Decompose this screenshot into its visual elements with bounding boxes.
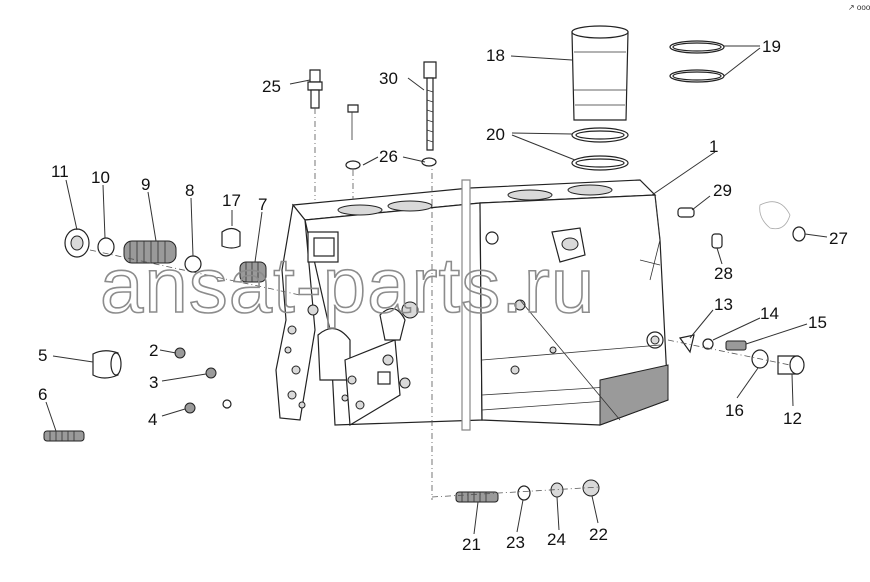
callout-4: 4 — [148, 410, 157, 429]
part-bushing-5 — [92, 350, 122, 379]
callout-24: 24 — [547, 530, 566, 549]
part-bolt-25 — [307, 69, 323, 109]
callout-11: 11 — [51, 162, 69, 181]
callout-12: 12 — [783, 409, 802, 428]
callout-20: 20 — [486, 125, 505, 144]
part-plugs-small — [174, 347, 232, 414]
part-nut-22 — [582, 479, 600, 497]
part-liner-o-rings-upper — [669, 40, 725, 83]
section-plane — [431, 160, 471, 500]
callout-25: 25 — [262, 77, 281, 96]
part-washer-14 — [702, 338, 714, 350]
part-bracket-faint — [759, 201, 791, 230]
part-plug-11 — [64, 228, 90, 258]
callout-15: 15 — [808, 313, 827, 332]
callout-numbers: 1 2 3 4 5 6 7 8 9 10 11 12 13 14 15 16 1… — [38, 37, 848, 554]
part-dowel-28 — [711, 233, 723, 249]
cylinder-block — [275, 179, 669, 427]
callout-21: 21 — [462, 535, 481, 554]
part-washer-23 — [517, 485, 531, 501]
callout-3: 3 — [149, 373, 158, 392]
callout-13: 13 — [714, 295, 733, 314]
part-liner-seals — [571, 127, 629, 171]
part-washer-10 — [97, 237, 115, 257]
part-dowel-29 — [677, 207, 695, 218]
part-head-bolt-30 — [423, 61, 437, 151]
callout-5: 5 — [38, 346, 47, 365]
watermark-text: ansat-parts.ru — [100, 241, 595, 329]
part-dowel-small — [347, 104, 359, 140]
callout-19: 19 — [762, 37, 781, 56]
callout-26: 26 — [379, 147, 398, 166]
part-cup-17 — [221, 227, 241, 249]
callout-30: 30 — [379, 69, 398, 88]
part-bolt-15 — [725, 340, 747, 351]
part-cylinder-liner — [571, 25, 629, 121]
callout-29: 29 — [713, 181, 732, 200]
part-plug-7 — [239, 261, 267, 283]
part-washers-26 — [345, 157, 437, 170]
corner-mark: ↗ ooo — [848, 3, 870, 12]
callout-22: 22 — [589, 525, 608, 544]
leader-lines — [45, 45, 828, 535]
callout-7: 7 — [258, 195, 267, 214]
callout-9: 9 — [141, 175, 150, 194]
part-jet-13 — [678, 334, 695, 354]
callout-8: 8 — [185, 181, 194, 200]
callout-14: 14 — [760, 304, 779, 323]
callout-1: 1 — [709, 137, 718, 156]
callout-10: 10 — [91, 168, 110, 187]
callout-27: 27 — [829, 229, 848, 248]
part-fitting-27 — [792, 226, 806, 242]
callout-18: 18 — [486, 46, 505, 65]
part-spring-9 — [123, 240, 177, 264]
part-plug-12 — [777, 355, 805, 375]
callout-23: 23 — [506, 533, 525, 552]
part-stud-21 — [455, 491, 499, 503]
callout-28: 28 — [714, 264, 733, 283]
callout-16: 16 — [725, 401, 744, 420]
callout-2: 2 — [149, 341, 158, 360]
part-stud-6 — [43, 430, 85, 442]
callout-17: 17 — [222, 191, 241, 210]
callout-6: 6 — [38, 385, 47, 404]
